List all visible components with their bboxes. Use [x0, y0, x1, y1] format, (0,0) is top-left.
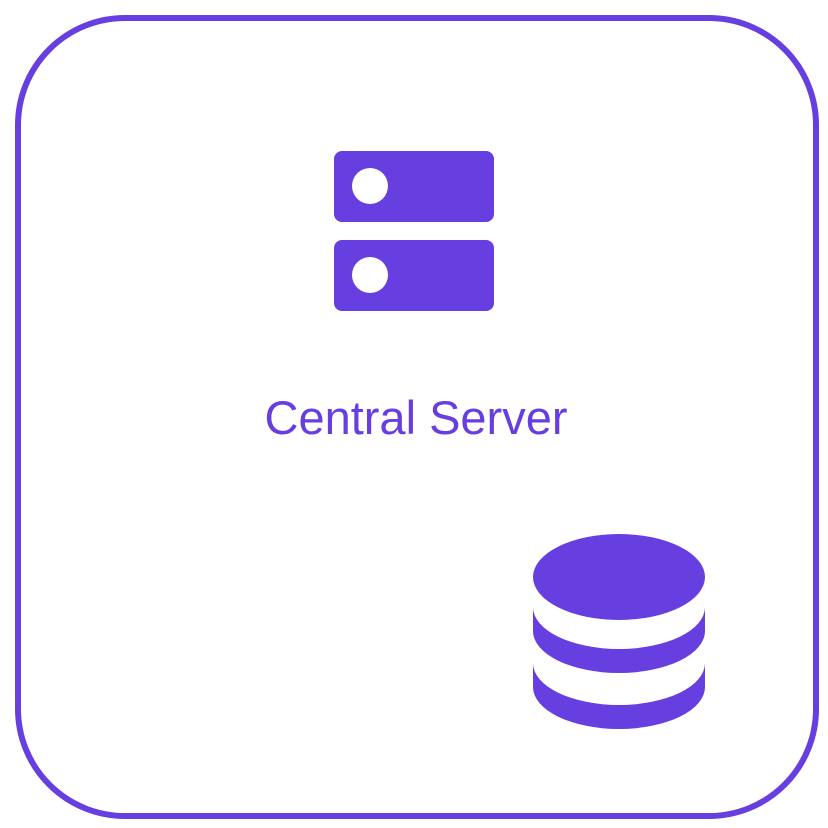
server-rack-top	[334, 151, 494, 222]
server-node-card[interactable]	[15, 15, 819, 819]
node-title: Central Server	[264, 391, 568, 444]
database-layer-middle	[533, 607, 705, 673]
database-layer-bottom	[533, 663, 705, 729]
server-icon	[334, 151, 494, 311]
server-rack-bottom	[334, 240, 494, 311]
database-layer-top	[533, 534, 705, 620]
database-icon	[533, 534, 705, 729]
